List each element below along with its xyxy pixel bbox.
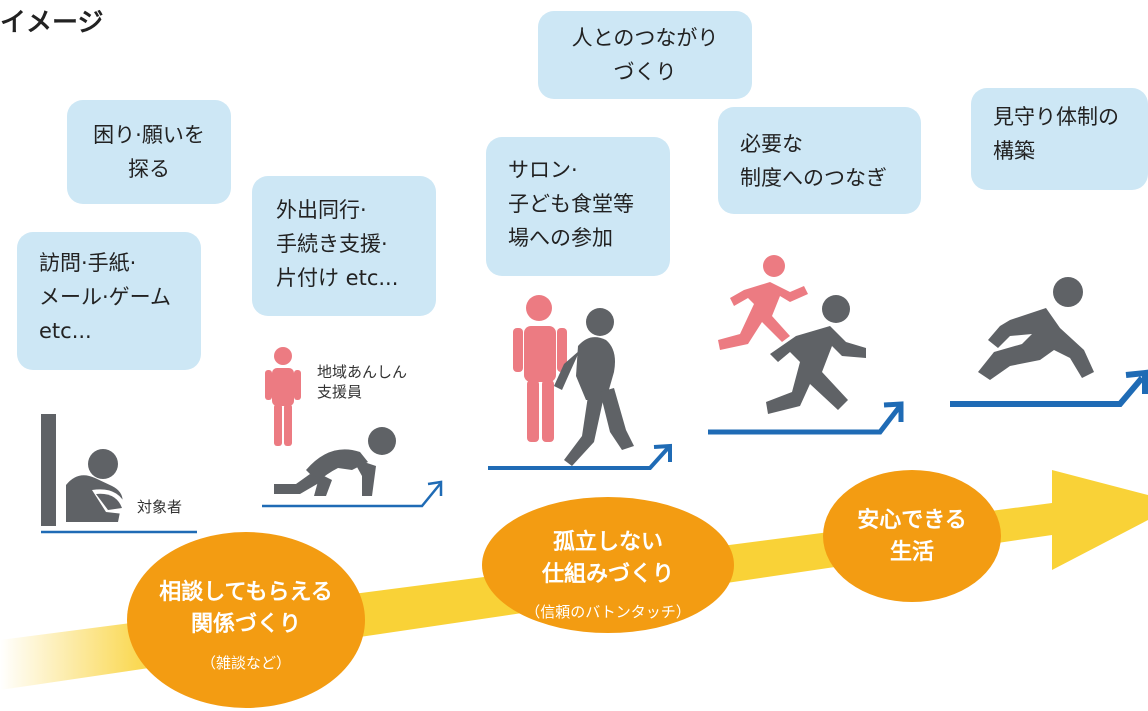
stage-ellipse <box>127 532 365 708</box>
running-person-icon <box>718 255 808 350</box>
step-arrow-icon <box>950 376 1145 407</box>
crawling-person-icon <box>274 427 396 496</box>
wall-icon <box>41 414 56 526</box>
bubble-salon: サロン· 子ども食堂等 場への参加 <box>486 137 670 276</box>
standing-supporter-icon <box>265 347 301 446</box>
leaping-person-icon <box>978 277 1094 380</box>
page-title: イメージ <box>0 8 104 38</box>
stage-3-title: 安心できる 生活 <box>857 508 967 565</box>
bubble-system: 必要な 制度へのつなぎ <box>718 107 921 214</box>
target-label: 対象者 <box>137 498 183 516</box>
walking-person-icon <box>554 308 634 466</box>
running-person-icon <box>766 295 866 414</box>
stage-ellipse <box>823 470 1001 602</box>
sitting-person-icon <box>66 449 126 522</box>
bubble-connect: 人とのつながり づくり <box>538 11 752 99</box>
step-arrow-icon <box>708 404 902 435</box>
bubble-explore: 困り·願いを 探る <box>67 100 231 204</box>
stage-ellipse <box>482 497 734 633</box>
stage-1-subtitle: （雑談など） <box>200 654 291 672</box>
bubble-watch: 見守り体制の 構築 <box>971 88 1148 190</box>
bubble-visit: 訪問·手紙· メール·ゲーム etc... <box>17 232 201 370</box>
stage-2-subtitle: （信頼のバトンタッチ） <box>525 603 691 621</box>
supporter-label: 地域あんしん 支援員 <box>317 363 408 401</box>
bubble-support: 外出同行· 手続き支援· 片付け etc... <box>252 176 436 316</box>
standing-supporter-icon <box>513 295 567 442</box>
step-arrow-icon <box>262 483 441 508</box>
stage-2-title: 孤立しない 仕組みづくり <box>541 530 674 587</box>
step-arrow-icon <box>488 446 670 470</box>
stage-1-title: 相談してもらえる 関係づくり <box>159 580 333 637</box>
